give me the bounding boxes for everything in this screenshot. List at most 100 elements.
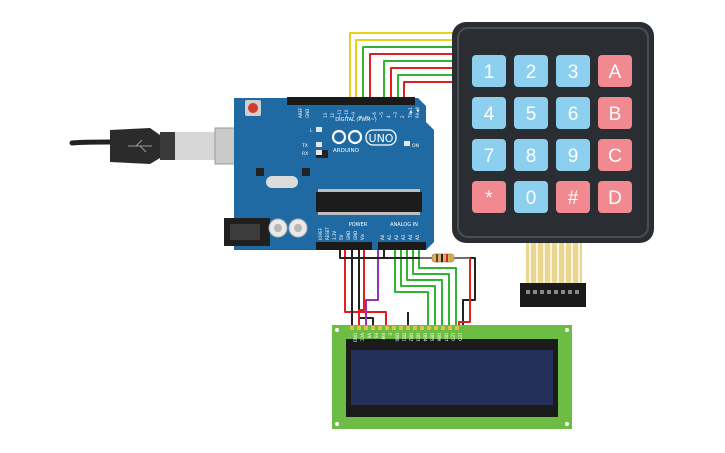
lcd-pin[interactable] <box>371 326 375 330</box>
pin-label: A4 <box>408 234 413 240</box>
lcd-pin[interactable] <box>357 326 361 330</box>
lcd-wire-a2[interactable] <box>406 247 443 327</box>
pin-label: 5V <box>339 234 344 240</box>
analog-header <box>378 242 426 250</box>
keypad-wire-6[interactable] <box>390 67 458 99</box>
key-label: 1 <box>484 62 495 83</box>
pin-label: GND <box>346 231 351 240</box>
key-0[interactable]: 0 <box>514 181 548 213</box>
aref-label: AREF <box>298 107 303 118</box>
arduino-uno-board[interactable]: ARDUINO UNO DIGITAL (PWM~) POWER ANALOG … <box>224 97 434 250</box>
key-label: 8 <box>526 146 537 167</box>
key-1[interactable]: 1 <box>472 55 506 87</box>
lcd-wire-a0[interactable] <box>394 247 429 327</box>
pin-label: 4 <box>386 115 391 118</box>
key-6[interactable]: 6 <box>556 97 590 129</box>
key-hash[interactable]: # <box>556 181 590 213</box>
tx-led <box>316 142 322 147</box>
crystal <box>266 176 298 188</box>
lcd-pin[interactable] <box>385 326 389 330</box>
digital-label: DIGITAL (PWM~) <box>335 117 377 123</box>
lcd-wire-a3[interactable] <box>412 247 450 327</box>
lcd-pin[interactable] <box>364 326 368 330</box>
lcd-pin[interactable] <box>406 326 410 330</box>
lcd-pin[interactable] <box>455 326 459 330</box>
lcd-screen <box>351 350 553 405</box>
keypad-wire-1[interactable] <box>349 32 458 99</box>
lcd-pin[interactable] <box>399 326 403 330</box>
tx1-label: TX▶1 <box>408 107 413 119</box>
lcd-pin[interactable] <box>350 326 354 330</box>
pin-label: A5 <box>415 234 420 240</box>
key-label: * <box>485 188 493 209</box>
key-7[interactable]: 7 <box>472 139 506 171</box>
keypad-wire-3[interactable] <box>362 46 458 99</box>
keypad-connector <box>520 283 586 307</box>
pin-label: Vin <box>360 233 365 240</box>
key-C[interactable]: C <box>598 139 632 171</box>
lcd-pin-label: DB7 <box>444 333 449 342</box>
power-header <box>316 242 372 250</box>
rx-led <box>316 150 322 155</box>
key-8[interactable]: 8 <box>514 139 548 171</box>
lcd-pin[interactable] <box>448 326 452 330</box>
lcd-pin[interactable] <box>413 326 417 330</box>
keypad-wire-4[interactable] <box>369 53 458 99</box>
lcd-pin-label: LED <box>458 333 463 341</box>
key-3[interactable]: 3 <box>556 55 590 87</box>
pin-label: 2 <box>400 115 405 118</box>
lcd-pin[interactable] <box>420 326 424 330</box>
digital-header <box>287 97 415 105</box>
lcd-pin[interactable] <box>441 326 445 330</box>
key-B[interactable]: B <box>598 97 632 129</box>
pin-label: ~5 <box>379 112 384 118</box>
key-2[interactable]: 2 <box>514 55 548 87</box>
lcd-pin[interactable] <box>378 326 382 330</box>
power-label: POWER <box>349 222 368 228</box>
key-D[interactable]: D <box>598 181 632 213</box>
lcd-pin-label: V0 <box>367 333 372 339</box>
lcd-pin-label: RW <box>381 333 386 340</box>
lcd-pin-label: DB6 <box>437 333 442 342</box>
lcd-wire-rs[interactable] <box>365 247 379 327</box>
key-label: 0 <box>526 188 537 209</box>
pin-label: 3.3V <box>332 231 337 240</box>
key-label: # <box>568 188 579 209</box>
lcd-pin-label: RS <box>374 333 379 339</box>
rx-label: RX <box>302 151 308 157</box>
keypad-wire-2[interactable] <box>355 39 458 99</box>
keypad-wire-8[interactable] <box>403 81 458 99</box>
lcd-pin[interactable] <box>427 326 431 330</box>
pin-label: A1 <box>387 234 392 240</box>
rx0-label: RX◀0 <box>415 106 420 118</box>
usb-icon <box>128 139 152 153</box>
keypad-wire-7[interactable] <box>397 74 458 99</box>
pin-label: A2 <box>394 234 399 240</box>
key-4[interactable]: 4 <box>472 97 506 129</box>
key-A[interactable]: A <box>598 55 632 87</box>
key-star[interactable]: * <box>472 181 506 213</box>
l-label: L <box>310 128 313 134</box>
microcontroller-chip <box>316 192 422 212</box>
wires <box>339 32 476 327</box>
lcd-wire-red-2[interactable] <box>358 247 365 327</box>
pin-label: IOREF <box>318 227 323 240</box>
lcd-pin[interactable] <box>434 326 438 330</box>
lcd-wire-a1[interactable] <box>400 247 436 327</box>
lcd-wire-led[interactable] <box>458 258 471 327</box>
lcd-pin[interactable] <box>392 326 396 330</box>
usb-cable[interactable] <box>69 127 264 165</box>
lcd-pin-label: E <box>388 333 393 336</box>
key-5[interactable]: 5 <box>514 97 548 129</box>
key-9[interactable]: 9 <box>556 139 590 171</box>
lcd-pin-label: VCC <box>360 333 365 342</box>
lcd-wire-resistor[interactable] <box>339 247 420 259</box>
lcd-wire-black-3[interactable] <box>383 247 476 327</box>
keypad-wire-5[interactable] <box>383 60 458 99</box>
lcd-pin-label: DB5 <box>430 333 435 342</box>
resistor[interactable] <box>420 253 470 263</box>
